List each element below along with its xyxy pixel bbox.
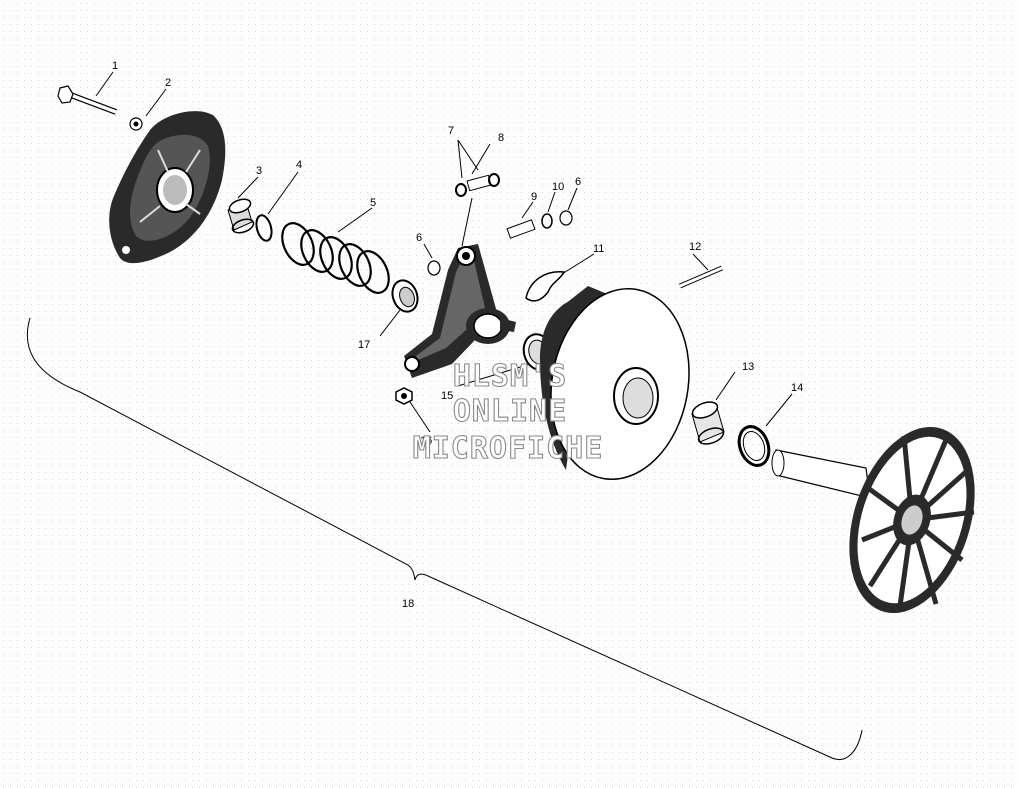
watermark-line-2: ONLINE <box>453 394 567 429</box>
callout-3: 3 <box>256 165 262 177</box>
part-3-bushing[interactable] <box>227 197 256 236</box>
callout-10: 10 <box>552 181 564 193</box>
part-11-weight[interactable] <box>525 271 566 302</box>
callout-18: 18 <box>402 598 414 610</box>
callout-2: 2 <box>165 77 171 89</box>
callout-17: 17 <box>358 339 370 351</box>
part-16-nut[interactable] <box>395 387 413 405</box>
part-17-bushing[interactable] <box>388 277 421 315</box>
part-9-pin[interactable] <box>506 219 536 239</box>
part-1-bolt[interactable] <box>57 85 118 115</box>
part-5-spring[interactable] <box>276 218 395 298</box>
part-4-snap-ring[interactable] <box>254 214 274 243</box>
moveable-sheave[interactable] <box>536 278 703 491</box>
leader-lines <box>95 71 793 433</box>
callout-11: 11 <box>593 243 604 255</box>
assembly-bracket <box>26 317 863 760</box>
part-14-seal[interactable] <box>734 422 774 469</box>
part-10-washer[interactable] <box>541 213 553 229</box>
callout-15: 15 <box>441 390 453 402</box>
callout-7: 7 <box>448 125 454 137</box>
part-7-8-pin[interactable] <box>455 173 500 197</box>
callout-6-upper: 6 <box>575 176 581 188</box>
part-12-pin[interactable] <box>679 265 723 289</box>
part-6-roller-lower[interactable] <box>427 260 441 276</box>
callout-9: 9 <box>531 191 537 203</box>
watermark-line-3: MICROFICHE <box>413 431 604 466</box>
part-13-bushing[interactable] <box>690 399 725 447</box>
watermark: HLSM'S ONLINE MICROFICHE <box>412 358 604 466</box>
callout-5: 5 <box>370 197 376 209</box>
callout-16: 16 <box>420 435 432 447</box>
callout-6-lower: 6 <box>416 232 422 244</box>
part-2-washer[interactable] <box>129 117 143 131</box>
watermark-line-1: HLSM'S <box>453 359 567 394</box>
spider-assembly[interactable] <box>404 244 516 378</box>
part-6-roller-upper[interactable] <box>559 210 573 226</box>
callout-14: 14 <box>791 382 803 394</box>
callout-1: 1 <box>112 60 118 72</box>
fixed-sheave[interactable] <box>771 411 997 629</box>
callout-4: 4 <box>296 159 302 171</box>
clutch-cover[interactable] <box>109 111 226 264</box>
callout-8: 8 <box>498 132 504 144</box>
callout-12: 12 <box>689 241 701 253</box>
callout-13: 13 <box>742 361 754 373</box>
